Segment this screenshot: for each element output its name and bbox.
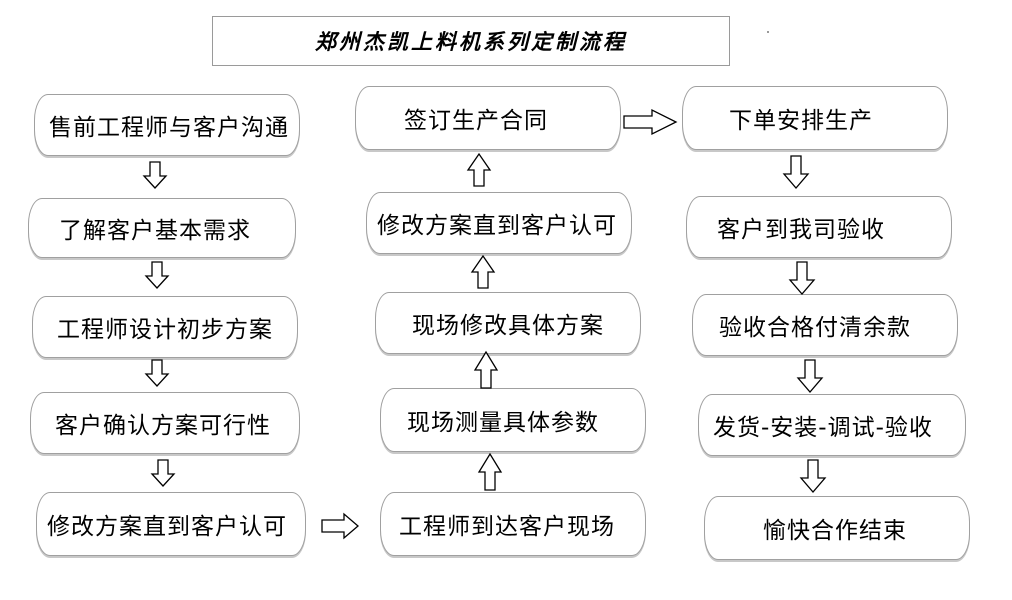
arrow-right-icon: [623, 108, 678, 136]
step-pass-pay-balance: 验收合格付清余款: [692, 294, 958, 356]
arrow-down-icon: [142, 161, 168, 189]
step-revise-until-approved-left: 修改方案直到客户认可: [36, 492, 306, 556]
step-revise-until-approved-middle: 修改方案直到客户认可: [366, 192, 632, 254]
step-ship-install-debug-accept: 发货-安装-调试-验收: [698, 394, 966, 456]
diagram-title: 郑州杰凯上料机系列定制流程: [212, 16, 730, 66]
arrow-down-icon: [144, 359, 170, 387]
arrow-up-icon: [473, 350, 499, 389]
arrow-down-icon: [150, 459, 176, 487]
arrow-right-icon: [321, 512, 359, 540]
step-customer-inspection: 客户到我司验收: [686, 196, 952, 258]
step-order-production: 下单安排生产: [682, 86, 948, 150]
arrow-up-icon: [470, 254, 496, 289]
arrow-down-icon: [796, 359, 824, 393]
step-preliminary-design: 工程师设计初步方案: [32, 296, 298, 358]
step-cooperation-complete: 愉快合作结束: [704, 496, 970, 560]
arrow-down-icon: [782, 155, 810, 189]
step-onsite-modify-plan: 现场修改具体方案: [375, 292, 641, 354]
step-understand-requirements: 了解客户基本需求: [28, 198, 296, 258]
step-sign-contract: 签订生产合同: [355, 86, 621, 150]
step-engineer-arrives-onsite: 工程师到达客户现场: [380, 492, 646, 556]
stray-dot: [767, 31, 769, 33]
step-customer-confirm-feasibility: 客户确认方案可行性: [30, 392, 300, 454]
arrow-down-icon: [799, 459, 827, 493]
step-presales-communication: 售前工程师与客户沟通: [34, 94, 300, 156]
arrow-down-icon: [144, 261, 170, 289]
arrow-up-icon: [477, 452, 503, 491]
arrow-up-icon: [466, 152, 492, 187]
step-onsite-measure-parameters: 现场测量具体参数: [380, 388, 646, 452]
arrow-down-icon: [788, 261, 816, 295]
